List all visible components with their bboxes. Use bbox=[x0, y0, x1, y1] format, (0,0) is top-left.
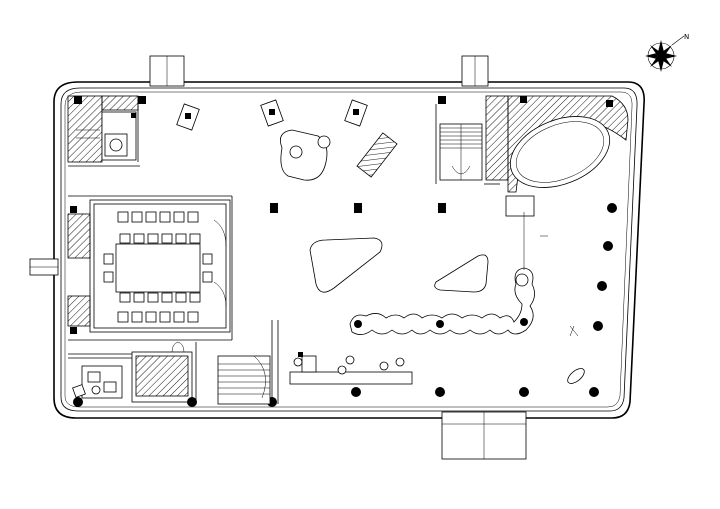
interior-walls bbox=[68, 96, 500, 341]
reception-desk bbox=[289, 352, 413, 385]
north-entrance-right bbox=[461, 55, 489, 87]
north-entrance-left bbox=[149, 55, 185, 87]
office-sw bbox=[68, 353, 132, 399]
service-room-nw bbox=[67, 95, 139, 163]
dimension-lines bbox=[523, 212, 579, 337]
oval-room bbox=[505, 95, 629, 217]
conference-room bbox=[67, 199, 231, 333]
west-entrance bbox=[29, 258, 59, 276]
structural-columns bbox=[70, 96, 617, 407]
south-entrance bbox=[441, 411, 527, 460]
exterior-wall bbox=[53, 81, 645, 419]
display-tables bbox=[176, 99, 585, 384]
stair-s bbox=[195, 320, 279, 405]
north-arrow-icon: N bbox=[645, 33, 689, 72]
north-label: N bbox=[684, 33, 689, 41]
storage-room-s bbox=[131, 341, 193, 403]
stair-ne bbox=[439, 95, 509, 181]
conference-chairs bbox=[103, 211, 213, 323]
